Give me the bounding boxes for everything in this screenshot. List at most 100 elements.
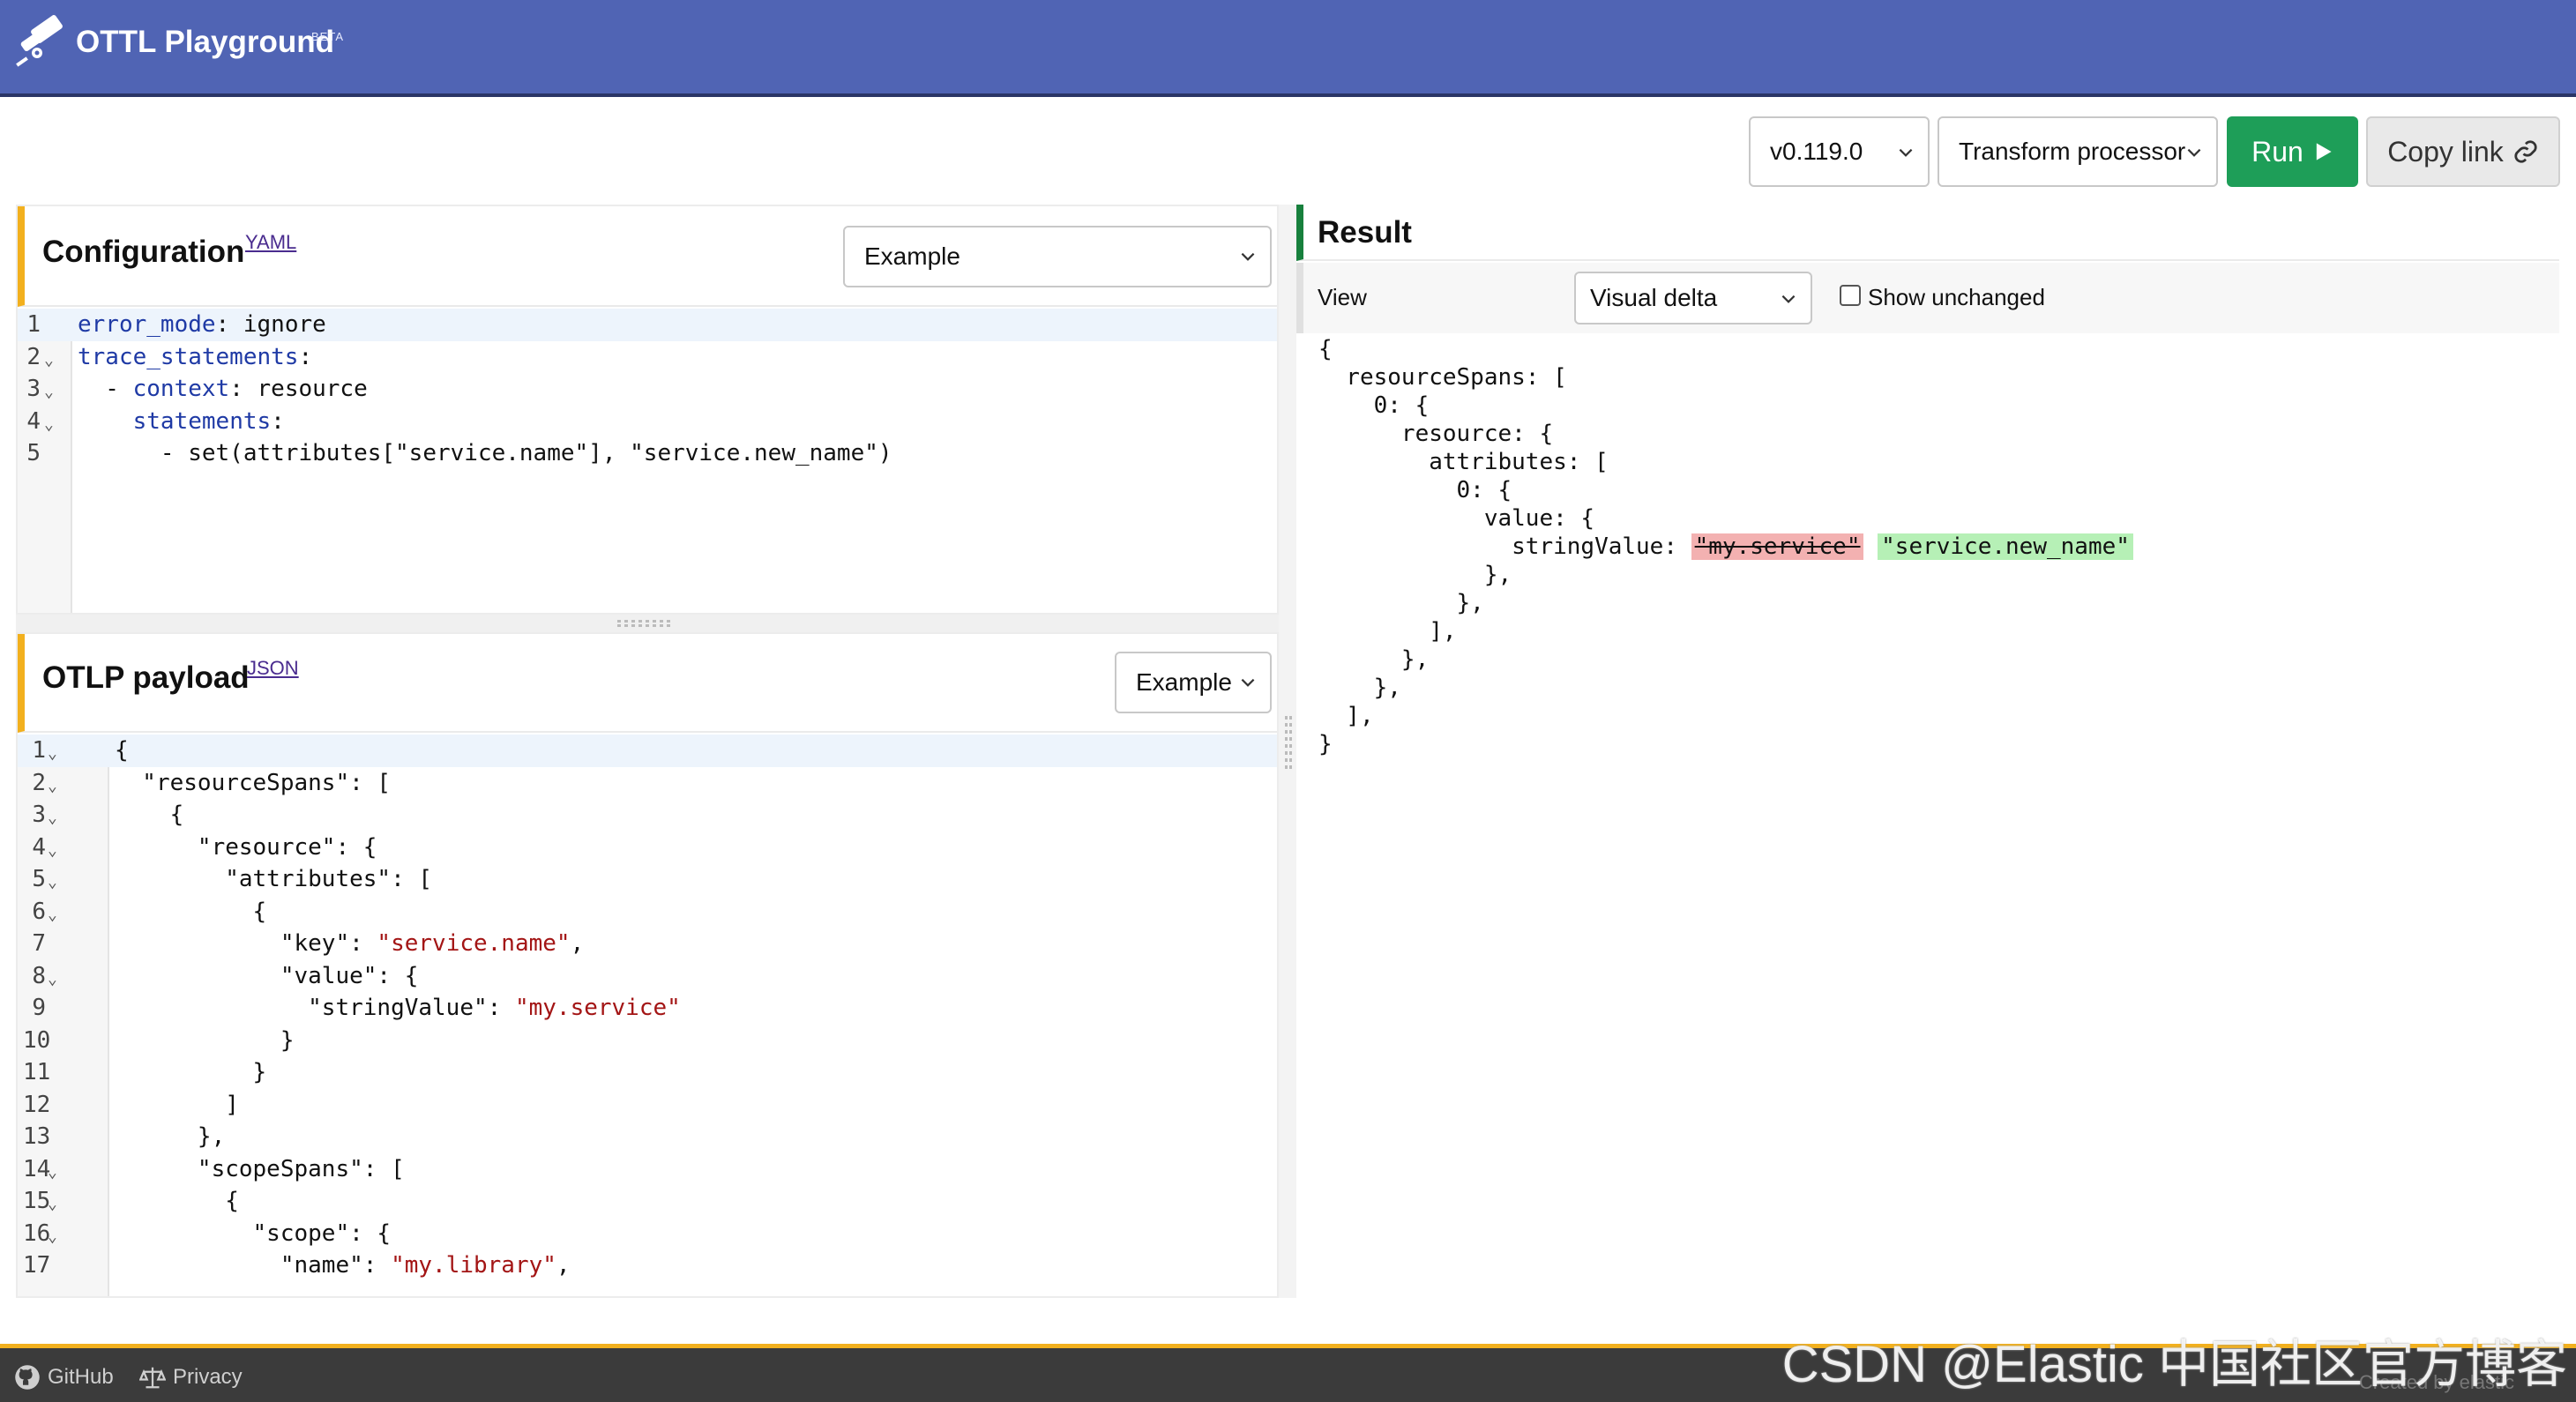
line-number: 15 (23, 1188, 51, 1214)
result-text: }, (1318, 590, 1484, 616)
fold-chevron-icon[interactable]: ⌄ (48, 1195, 57, 1213)
code-line[interactable]: 4⌄ "resource": { (18, 832, 1277, 864)
result-line: }, (1318, 645, 2553, 674)
code-token: "scope": { (115, 1219, 392, 1247)
fold-chevron-icon[interactable]: ⌄ (48, 1227, 57, 1246)
code-line[interactable]: 11 } (18, 1056, 1277, 1089)
code-token: "name": (115, 1252, 392, 1279)
fold-chevron-icon[interactable]: ⌄ (44, 383, 54, 401)
fold-chevron-icon[interactable]: ⌄ (48, 873, 57, 891)
code-token: - set(attributes["service.name"], "servi… (78, 440, 892, 466)
code-key: context (132, 376, 230, 402)
footer: GitHub Privacy (0, 1344, 2576, 1402)
line-number: 4 (26, 407, 41, 435)
otlp-payload-title: OTLP payload (42, 660, 250, 695)
chevron-down-icon (1781, 295, 1796, 303)
code-text: } (115, 1056, 267, 1089)
result-text: }, (1318, 562, 1512, 588)
run-button[interactable]: Run (2227, 116, 2358, 187)
code-line[interactable]: 6⌄ { (18, 896, 1277, 928)
code-string: "my.library" (391, 1252, 556, 1279)
code-text: ] (115, 1089, 239, 1122)
code-line[interactable]: 3⌄ - context: resource (18, 373, 1277, 406)
processor-select[interactable]: Transform processor (1938, 116, 2218, 187)
fold-chevron-icon[interactable]: ⌄ (48, 905, 57, 924)
copy-link-button[interactable]: Copy link (2366, 116, 2560, 187)
code-line[interactable]: 12 ] (18, 1089, 1277, 1122)
fold-chevron-icon[interactable]: ⌄ (44, 350, 54, 369)
code-line[interactable]: 16⌄ "scope": { (18, 1218, 1277, 1250)
code-token: : (298, 343, 313, 370)
code-text: { (115, 735, 129, 767)
view-mode-select[interactable]: Visual delta (1574, 272, 1812, 324)
result-text: value: { (1318, 505, 1595, 532)
fold-chevron-icon[interactable]: ⌄ (48, 969, 57, 988)
code-line[interactable]: 15⌄ { (18, 1185, 1277, 1218)
privacy-link[interactable]: Privacy (139, 1364, 243, 1391)
code-line[interactable]: 14⌄ "scopeSpans": [ (18, 1153, 1277, 1186)
show-unchanged-label[interactable]: Show unchanged (1868, 284, 2045, 310)
code-line[interactable]: 13 }, (18, 1121, 1277, 1153)
code-line[interactable]: 5 - set(attributes["service.name"], "ser… (18, 437, 1277, 470)
result-line: ], (1318, 617, 2553, 645)
chevron-down-icon (2187, 148, 2201, 157)
code-line[interactable]: 1⌄ { (18, 735, 1277, 767)
code-line[interactable]: 9 "stringValue": "my.service" (18, 992, 1277, 1025)
payload-example-select[interactable]: Example (1115, 652, 1272, 713)
yaml-link[interactable]: YAML (245, 231, 297, 253)
code-line[interactable]: 7 "key": "service.name", (18, 928, 1277, 960)
fold-chevron-icon[interactable]: ⌄ (48, 744, 57, 763)
code-text: "key": "service.name", (115, 928, 584, 960)
result-line: 0: { (1318, 392, 2553, 420)
code-line[interactable]: 10 } (18, 1025, 1277, 1057)
fold-chevron-icon[interactable]: ⌄ (48, 1162, 57, 1182)
code-token: : resource (229, 376, 368, 402)
vertical-resize-handle[interactable] (1279, 205, 1296, 1298)
code-token: "value": { (115, 962, 419, 989)
configuration-example-select[interactable]: Example (843, 226, 1272, 287)
code-text: "name": "my.library", (115, 1249, 571, 1282)
line-number: 3 (32, 802, 46, 828)
result-text: }, (1318, 675, 1401, 701)
diff-removed-value: "my.service" (1691, 533, 1864, 560)
line-number: 7 (32, 930, 46, 957)
code-text: }, (115, 1121, 225, 1153)
line-number: 1 (32, 737, 46, 764)
code-token: { (115, 1188, 239, 1214)
code-line[interactable]: 8⌄ "value": { (18, 960, 1277, 993)
json-link[interactable]: JSON (247, 657, 299, 679)
code-token: } (115, 1059, 267, 1085)
fold-chevron-icon[interactable]: ⌄ (48, 840, 57, 860)
code-line[interactable]: 2⌄ "resourceSpans": [ (18, 767, 1277, 800)
version-value: v0.119.0 (1770, 138, 1863, 165)
code-text: statements: (78, 406, 285, 438)
horizontal-resize-handle[interactable] (16, 615, 1279, 632)
code-key: error_mode (78, 311, 216, 338)
code-line[interactable]: 3⌄ { (18, 799, 1277, 832)
version-select[interactable]: v0.119.0 (1749, 116, 1930, 187)
code-line[interactable]: 4⌄ statements: (18, 406, 1277, 438)
result-text: resourceSpans: [ (1318, 364, 1567, 391)
run-label: Run (2251, 135, 2303, 168)
code-token: : ignore (215, 311, 326, 338)
fold-chevron-icon[interactable]: ⌄ (48, 809, 57, 827)
otlp-payload-code[interactable]: 1⌄{2⌄ "resourceSpans": [3⌄ {4⌄ "resource… (18, 735, 1277, 1282)
code-line[interactable]: 2⌄trace_statements: (18, 341, 1277, 374)
fold-chevron-icon[interactable]: ⌄ (44, 414, 54, 434)
line-number: 5 (32, 866, 46, 892)
fold-chevron-icon[interactable]: ⌄ (48, 776, 57, 795)
result-line: }, (1318, 589, 2553, 617)
result-line: resourceSpans: [ (1318, 363, 2553, 392)
github-link[interactable]: GitHub (14, 1364, 114, 1391)
chevron-down-icon (1241, 252, 1255, 261)
show-unchanged-checkbox[interactable] (1840, 285, 1861, 306)
code-line[interactable]: 17 "name": "my.library", (18, 1249, 1277, 1282)
code-line[interactable]: 5⌄ "attributes": [ (18, 863, 1277, 896)
code-token: - (78, 376, 133, 402)
line-number: 6 (32, 898, 46, 925)
otlp-payload-editor[interactable]: 1⌄{2⌄ "resourceSpans": [3⌄ {4⌄ "resource… (18, 735, 1277, 1296)
line-number: 17 (23, 1252, 51, 1279)
